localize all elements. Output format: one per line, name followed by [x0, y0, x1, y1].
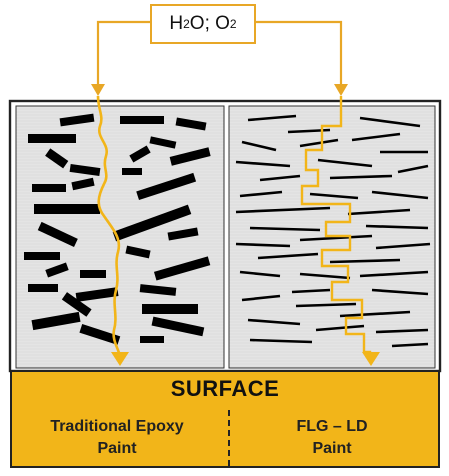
filler-flake — [136, 172, 197, 201]
platelet — [259, 174, 301, 182]
platelet — [359, 116, 421, 128]
filler-flake — [71, 177, 95, 191]
platelet — [235, 242, 291, 248]
platelet — [241, 294, 281, 302]
filler-flake — [142, 304, 198, 314]
filler-flake — [139, 284, 177, 296]
filler-flake — [80, 270, 106, 278]
traditional-epoxy-label: Traditional Epoxy Paint — [17, 416, 217, 460]
filler-flake — [69, 163, 101, 177]
filler-flake — [153, 256, 211, 281]
platelet — [309, 192, 359, 200]
platelet — [249, 226, 321, 232]
filler-flake — [75, 287, 119, 302]
platelet — [375, 328, 429, 334]
platelet — [329, 258, 401, 264]
traditional-epoxy-label-line2: Paint — [97, 440, 137, 457]
filler-flake — [31, 311, 81, 331]
filler-flake — [169, 147, 211, 166]
platelet — [375, 242, 431, 250]
platelet — [371, 288, 429, 296]
platelet — [235, 160, 291, 168]
platelet — [247, 114, 297, 122]
connector-left-arrowhead — [91, 84, 105, 96]
surface-title: SURFACE — [170, 376, 280, 401]
filler-flake — [151, 316, 205, 337]
platelet — [299, 272, 351, 280]
filler-flake — [45, 148, 69, 169]
surface-band: SURFACE Traditional Epoxy Paint FLG – LD… — [10, 370, 440, 468]
filler-flake — [140, 336, 164, 343]
diffusion-path-epoxy — [96, 95, 122, 357]
platelet — [329, 174, 393, 180]
species-o-oxygen: O; O — [189, 13, 230, 34]
filler-flake — [32, 184, 66, 192]
platelet — [249, 338, 313, 344]
filler-flake — [37, 221, 78, 247]
filler-flake — [61, 292, 92, 317]
traditional-epoxy-label-line1: Traditional Epoxy — [50, 418, 184, 435]
platelet — [391, 342, 429, 348]
filler-flake — [125, 245, 151, 259]
platelet — [317, 158, 373, 168]
filler-flake — [167, 227, 199, 241]
filler-flake — [149, 136, 177, 149]
platelet — [371, 190, 429, 200]
filler-flake — [175, 117, 207, 131]
filler-flake — [59, 113, 95, 127]
platelet — [239, 190, 283, 198]
species-h: H — [169, 13, 184, 34]
filler-flake — [28, 284, 58, 292]
filler-flake — [120, 116, 164, 124]
panel-divider — [228, 410, 230, 466]
platelet — [235, 206, 331, 214]
flg-ld-label: FLG – LD Paint — [232, 416, 432, 460]
platelet — [397, 164, 429, 174]
filler-flake — [79, 324, 121, 345]
platelet — [241, 140, 277, 152]
platelet — [295, 302, 357, 308]
diffusion-path-flg-ld — [300, 96, 372, 358]
diffusion-arrowhead-flg-ld — [362, 352, 380, 366]
filler-flake — [24, 252, 60, 260]
platelet — [299, 138, 339, 148]
species-subscript-2b: 2 — [229, 17, 237, 31]
platelet — [291, 288, 331, 294]
platelet — [351, 132, 401, 142]
platelet — [239, 270, 281, 278]
filler-flake — [112, 204, 192, 242]
flg-ld-label-line1: FLG – LD — [296, 418, 368, 435]
platelet — [247, 318, 301, 326]
filler-flake — [122, 168, 142, 175]
connector-left — [96, 20, 150, 92]
platelet — [257, 252, 319, 260]
platelet — [365, 224, 429, 230]
filler-flake — [34, 204, 100, 214]
platelet — [299, 234, 373, 242]
filler-flake — [28, 134, 76, 143]
platelet — [359, 270, 429, 278]
diffusion-arrowhead-epoxy — [111, 352, 129, 366]
connector-right — [256, 20, 343, 92]
platelet — [339, 310, 411, 318]
epoxy-filler-flakes — [24, 113, 211, 345]
filler-flake — [45, 262, 69, 278]
flg-ld-label-line2: Paint — [312, 440, 352, 457]
species-subscript-2: 2 — [183, 17, 190, 31]
platelet — [347, 208, 411, 216]
connector-right-arrowhead — [334, 84, 348, 96]
platelet — [315, 324, 365, 332]
filler-flake — [129, 145, 151, 163]
